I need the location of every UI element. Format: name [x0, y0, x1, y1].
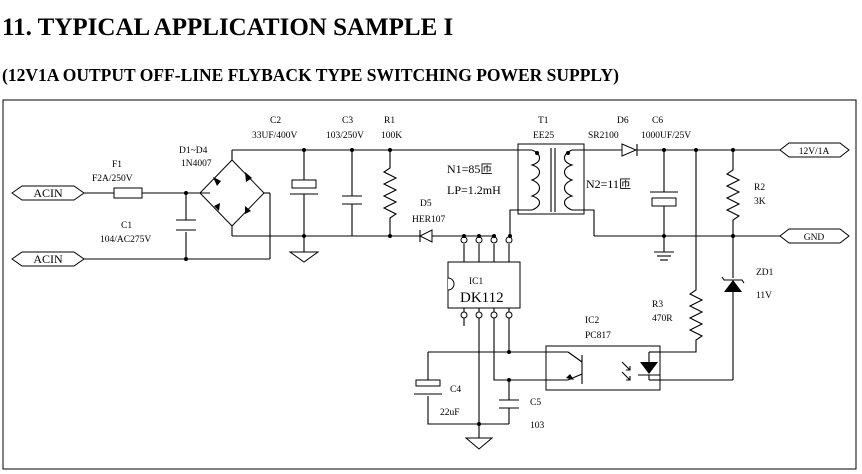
- bridge-value: 1N4007: [181, 159, 212, 169]
- page-title: 11. TYPICAL APPLICATION SAMPLE I: [2, 14, 454, 41]
- output-12v-label: 12V/1A: [799, 147, 830, 157]
- d6-ref: D6: [617, 116, 629, 126]
- diode-d6: [621, 143, 780, 157]
- r2-value: 3K: [754, 197, 766, 207]
- ic1-value: DK112: [460, 290, 504, 306]
- ic1-ref: IC1: [469, 277, 484, 287]
- c2-ref: C2: [270, 116, 281, 126]
- resistor-r1: [382, 150, 398, 236]
- t1-value: EE25: [533, 131, 554, 141]
- c5-ref: C5: [530, 398, 541, 408]
- acin-top-port: ACIN: [11, 185, 85, 201]
- acin-bottom-label: ACIN: [33, 252, 63, 266]
- t1-lp: LP=1.2mH: [447, 183, 501, 197]
- gnd-label: GND: [804, 233, 825, 243]
- capacitor-c6: [650, 150, 678, 261]
- c5-value: 103: [530, 421, 545, 431]
- c3-value: 103/250V: [326, 131, 364, 141]
- gnd-port: GND: [779, 228, 850, 244]
- resistor-r3: [660, 150, 704, 353]
- diode-d5: [418, 229, 433, 243]
- transformer-t1: [509, 143, 622, 236]
- resistor-r2: [725, 150, 741, 236]
- c4-value: 22uF: [440, 408, 460, 418]
- schematic-frame: [2, 99, 857, 470]
- capacitor-c5: [479, 380, 519, 425]
- capacitor-c3: [342, 150, 362, 236]
- capacitor-c1: [176, 191, 196, 261]
- r3-ref: R3: [652, 300, 663, 310]
- bridge-rectifier: [199, 150, 271, 259]
- ic2-ref: IC2: [585, 316, 600, 326]
- c1-value: 104/AC275V: [100, 235, 151, 245]
- ic2-value: PC817: [585, 331, 611, 341]
- d5-ref: D5: [420, 199, 432, 209]
- c3-ref: C3: [342, 116, 353, 126]
- bridge-ref: D1~D4: [179, 146, 208, 156]
- r3-value: 470R: [652, 314, 673, 324]
- output-12v-port: 12V/1A: [779, 142, 850, 158]
- capacitor-c2: [288, 150, 320, 263]
- r1-value: 100K: [381, 131, 402, 141]
- c1-ref: C1: [121, 221, 132, 231]
- t1-n1: N1=85匝: [447, 162, 492, 176]
- zd1-ref: ZD1: [756, 268, 774, 278]
- fuse-f1: [113, 187, 143, 199]
- zener-zd1: [660, 236, 745, 381]
- d5-value: HER107: [412, 215, 446, 225]
- r1-ref: R1: [384, 116, 395, 126]
- f1-value: F2A/250V: [92, 174, 133, 184]
- t1-n2: N2=11匝: [586, 177, 631, 191]
- c4-ref: C4: [450, 385, 461, 395]
- ic2-pc817-optocoupler: [545, 345, 661, 391]
- c2-value: 33UF/400V: [252, 131, 298, 141]
- d6-value: SR2100: [588, 131, 619, 141]
- c6-value: 1000UF/25V: [641, 131, 691, 141]
- acin-top-label: ACIN: [33, 186, 63, 200]
- page-subtitle: (12V1A OUTPUT OFF-LINE FLYBACK TYPE SWIT…: [2, 65, 619, 85]
- ground-symbol-ic1: [464, 437, 494, 450]
- r2-ref: R2: [754, 183, 765, 193]
- acin-bottom-port: ACIN: [11, 251, 85, 267]
- t1-ref: T1: [538, 116, 549, 126]
- zd1-value: 11V: [756, 291, 772, 301]
- c6-ref: C6: [652, 116, 663, 126]
- f1-ref: F1: [112, 160, 122, 170]
- capacitor-c4: [414, 379, 442, 395]
